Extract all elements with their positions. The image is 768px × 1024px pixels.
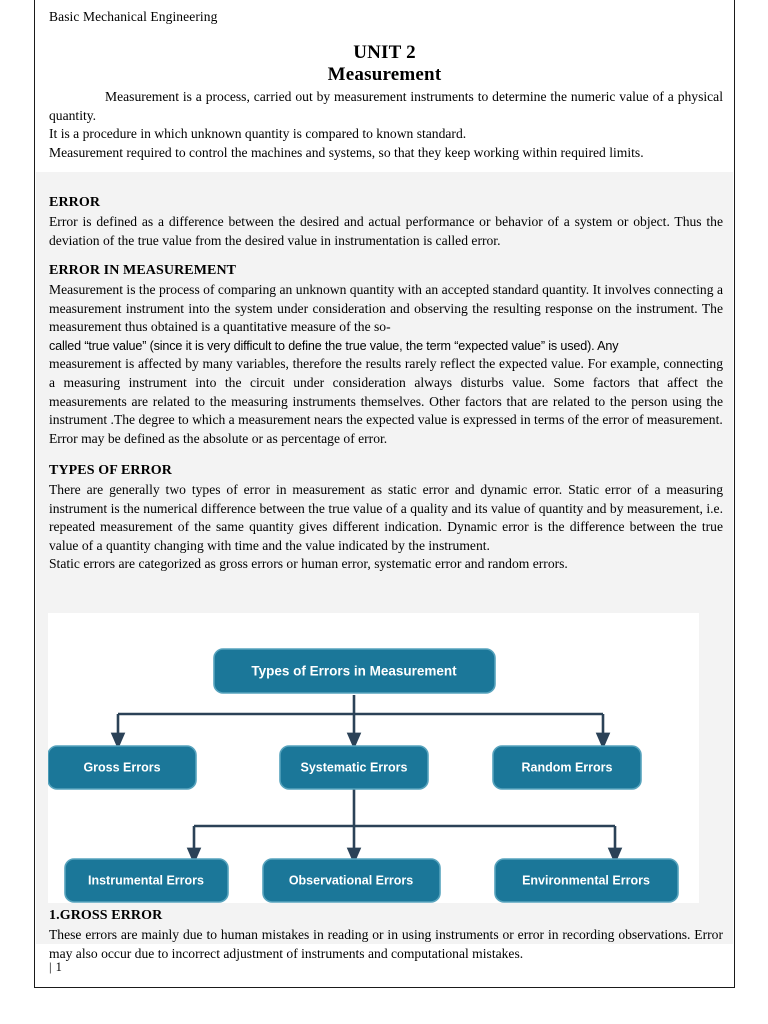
section-error-in-measurement-body-1: Measurement is the process of comparing …	[49, 282, 723, 335]
intro-paragraphs: Measurement is a process, carried out by…	[49, 88, 723, 162]
instrumental-errors-node-label: Instrumental Errors	[88, 873, 204, 887]
observational-errors-node-box[interactable]	[262, 858, 441, 903]
section-gross-error-heading: 1.GROSS ERROR	[49, 908, 163, 923]
section-gross-error: 1.GROSS ERROR These errors are mainly du…	[49, 906, 723, 963]
diagram-connectors	[110, 695, 623, 865]
page-footer: | 1	[49, 960, 63, 974]
observational-errors-node-label: Observational Errors	[289, 873, 413, 887]
systematic-errors-node-box[interactable]	[279, 745, 429, 790]
diagram-node-observational-errors[interactable]: Observational Errors	[262, 858, 441, 903]
root-node-label: Types of Errors in Measurement	[251, 664, 457, 679]
section-error-body: Error is defined as a difference between…	[49, 214, 723, 248]
unit-title: UNIT 2	[353, 42, 416, 63]
root-node-box[interactable]	[213, 648, 496, 694]
section-error-heading: ERROR	[49, 195, 101, 210]
section-types-of-error: TYPES OF ERROR There are generally two t…	[49, 461, 723, 574]
diagram-node-root[interactable]: Types of Errors in Measurement	[213, 648, 496, 694]
errors-hierarchy-diagram: Types of Errors in Measurement Gross Err…	[48, 613, 699, 903]
diagram-node-gross-errors[interactable]: Gross Errors	[48, 745, 197, 790]
intro-paragraph-1: Measurement is a process, carried out by…	[49, 89, 723, 123]
section-types-of-error-body-2: Static errors are categorized as gross e…	[49, 556, 568, 572]
section-error-in-measurement: ERROR IN MEASUREMENT Measurement is the …	[49, 261, 723, 448]
diagram-node-random-errors[interactable]: Random Errors	[492, 745, 642, 790]
section-error-in-measurement-body-4: Error may be defined as the absolute or …	[49, 430, 388, 446]
diagram-node-systematic-errors[interactable]: Systematic Errors	[279, 745, 429, 790]
gross-errors-node-label: Gross Errors	[83, 760, 160, 774]
environmental-errors-node-label: Environmental Errors	[522, 873, 650, 887]
document-page: Basic Mechanical Engineering UNIT 2 Meas…	[34, 0, 735, 988]
section-error-in-measurement-heading: ERROR IN MEASUREMENT	[49, 263, 237, 278]
section-error-in-measurement-body-2: called “true value” (since it is very di…	[49, 338, 619, 353]
unit-subtitle: Measurement	[327, 64, 442, 85]
section-types-of-error-body-1: There are generally two types of error i…	[49, 482, 723, 553]
diagram-node-instrumental-errors[interactable]: Instrumental Errors	[64, 858, 229, 903]
title-block: UNIT 2 Measurement	[35, 42, 734, 86]
diagram-canvas: Types of Errors in Measurement Gross Err…	[48, 648, 679, 903]
random-errors-node-box[interactable]	[492, 745, 642, 790]
systematic-errors-node-label: Systematic Errors	[300, 760, 407, 774]
diagram-node-environmental-errors[interactable]: Environmental Errors	[494, 858, 679, 903]
gross-errors-node-box[interactable]	[48, 745, 197, 790]
section-types-of-error-heading: TYPES OF ERROR	[49, 463, 173, 478]
environmental-errors-node-box[interactable]	[494, 858, 679, 903]
section-error-in-measurement-body-3: measurement is affected by many variable…	[49, 356, 723, 428]
section-error: ERROR Error is defined as a difference b…	[49, 193, 723, 250]
intro-paragraph-3: Measurement required to control the mach…	[49, 144, 644, 160]
instrumental-errors-node-box[interactable]	[64, 858, 229, 903]
intro-paragraph-2: It is a procedure in which unknown quant…	[49, 126, 467, 142]
random-errors-node-label: Random Errors	[522, 760, 613, 774]
running-header: Basic Mechanical Engineering	[49, 9, 218, 24]
section-gross-error-body: These errors are mainly due to human mis…	[49, 927, 723, 961]
